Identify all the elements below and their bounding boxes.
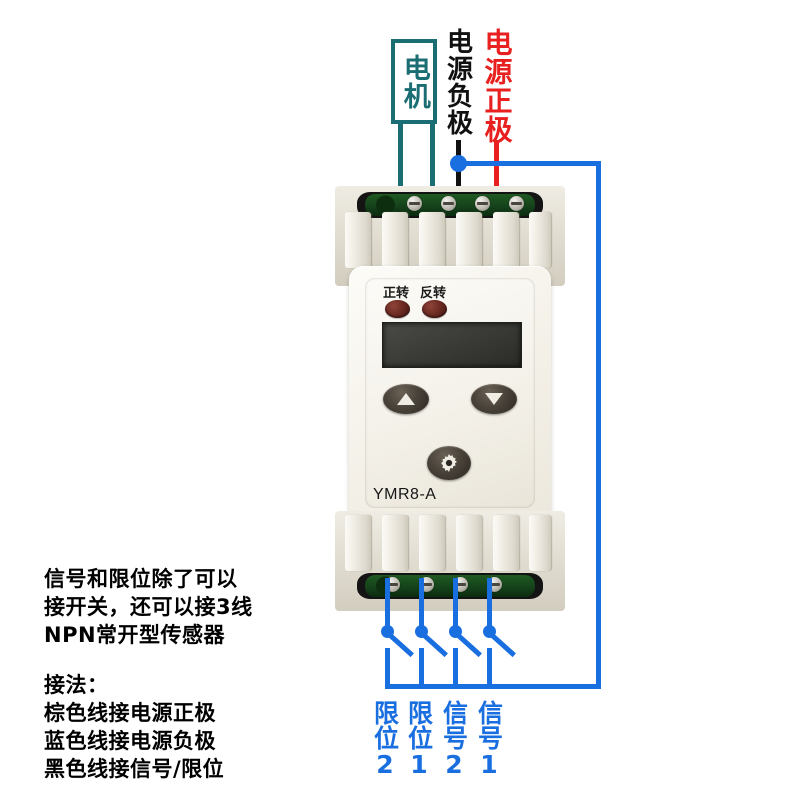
top-screw-4	[509, 196, 524, 211]
terminal-index: 2	[370, 750, 400, 779]
top-terminal-block	[335, 186, 565, 286]
down-button[interactable]	[471, 384, 517, 414]
top-screw-3	[475, 196, 490, 211]
terminal-label-limit1: 限位1	[404, 700, 434, 779]
model-label: YMR8-A	[373, 486, 437, 503]
fin	[529, 212, 551, 268]
terminal-label-signal2: 信号2	[439, 700, 469, 779]
fin	[493, 212, 519, 268]
fin	[419, 212, 445, 268]
top-screw-2	[441, 196, 456, 211]
gear-icon	[441, 454, 457, 472]
terminal-name: 限位	[370, 700, 400, 750]
terminal-name: 信号	[439, 700, 469, 750]
switch-leg-4	[487, 648, 492, 689]
fin	[529, 515, 551, 571]
motor-label-box: 电机	[391, 39, 437, 124]
terminal-name: 信号	[474, 700, 504, 750]
fin	[345, 212, 371, 268]
led-reverse	[422, 300, 447, 318]
control-panel: 正转 反转	[365, 278, 535, 508]
top-screw-1	[407, 196, 422, 211]
terminal-label-signal1: 信号1	[474, 700, 504, 779]
blue-bus-right	[596, 161, 601, 689]
notes-line-2: 接开关，还可以接3线	[44, 594, 253, 619]
terminal-index: 1	[474, 750, 504, 779]
bottom-terminal-block	[335, 511, 565, 611]
notes-line-5: 棕色线接电源正极	[44, 700, 216, 725]
power-negative-wire	[456, 140, 461, 215]
triangle-up-icon	[397, 393, 415, 405]
fin	[345, 515, 371, 571]
triangle-down-icon	[485, 393, 503, 405]
switch-drop-1	[385, 578, 390, 630]
bottom-cover-fins	[345, 515, 555, 571]
switch-leg-2	[419, 648, 424, 689]
fin	[456, 212, 482, 268]
led-reverse-label: 反转	[420, 286, 447, 301]
power-positive-label: 电源正极	[480, 28, 514, 144]
up-button[interactable]	[383, 384, 429, 414]
notes-line-7: 黑色线接信号/限位	[44, 756, 225, 781]
notes-line-6: 蓝色线接电源负极	[44, 728, 216, 753]
switch-leg-1	[385, 648, 390, 689]
blue-bus-top	[458, 161, 601, 166]
device-faceplate: 正转 反转	[349, 266, 551, 534]
power-positive-wire	[494, 140, 499, 215]
terminal-name: 限位	[404, 700, 434, 750]
fin	[493, 515, 519, 571]
bottom-terminal-slot	[357, 573, 543, 599]
switch-drop-4	[487, 578, 492, 630]
motor-wire-right	[430, 122, 435, 214]
motor-wire-left	[398, 122, 403, 214]
fin	[456, 515, 482, 571]
notes-line-3: NPN常开型传感器	[44, 622, 226, 647]
notes-spacer	[44, 650, 344, 672]
switch-drop-3	[453, 578, 458, 630]
fin	[382, 515, 408, 571]
switch-leg-3	[453, 648, 458, 689]
lcd-display	[382, 322, 522, 368]
set-button[interactable]	[427, 446, 471, 480]
terminal-label-limit2: 限位2	[370, 700, 400, 779]
common-return-bus	[385, 684, 601, 689]
notes-line-1: 信号和限位除了可以	[44, 567, 238, 591]
terminal-index: 2	[439, 750, 469, 779]
terminal-index: 1	[404, 750, 434, 779]
fin	[419, 515, 445, 571]
power-negative-label: 电源负极	[442, 28, 473, 136]
top-cover-fins	[345, 212, 555, 268]
led-forward-label: 正转	[383, 286, 410, 301]
notes-block: 信号和限位除了可以 接开关，还可以接3线 NPN常开型传感器 接法： 棕色线接电…	[44, 566, 344, 783]
motor-label: 电机	[398, 53, 430, 110]
notes-line-4: 接法：	[44, 672, 109, 697]
ymr8a-relay-device: 正转 反转	[335, 186, 565, 611]
fin	[382, 212, 408, 268]
switch-drop-2	[419, 578, 424, 630]
led-forward	[385, 300, 410, 318]
